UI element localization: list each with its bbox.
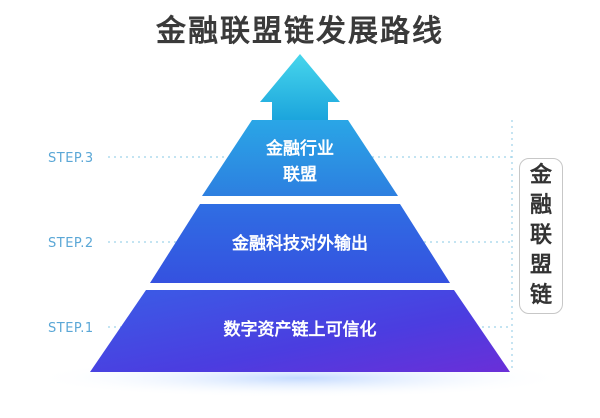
step-label-2: STEP.2 <box>48 236 94 251</box>
side-label-char: 融 <box>529 193 552 218</box>
step-label-3: STEP.3 <box>48 151 94 166</box>
side-label-char: 金 <box>529 163 552 188</box>
side-label-char: 联 <box>529 223 552 248</box>
page-title: 金融联盟链发展路线 <box>156 14 444 49</box>
side-label-box: 金 融 联 盟 链 <box>519 158 563 314</box>
tier-2-label: 金融科技对外输出 <box>231 233 368 254</box>
arrow-top <box>260 54 340 122</box>
step-label-1: STEP.1 <box>48 321 94 336</box>
tier-1-label: 数字资产链上可信化 <box>224 319 377 340</box>
tier-3-label-line-2: 联盟 <box>283 165 317 185</box>
tier-3-label-line-1: 金融行业 <box>265 138 334 159</box>
tier-2-shape <box>150 204 450 283</box>
tier-1-shape <box>90 290 510 372</box>
tier-3-shape <box>202 120 398 196</box>
side-label-char: 链 <box>529 283 552 308</box>
side-label-char: 盟 <box>529 253 552 278</box>
